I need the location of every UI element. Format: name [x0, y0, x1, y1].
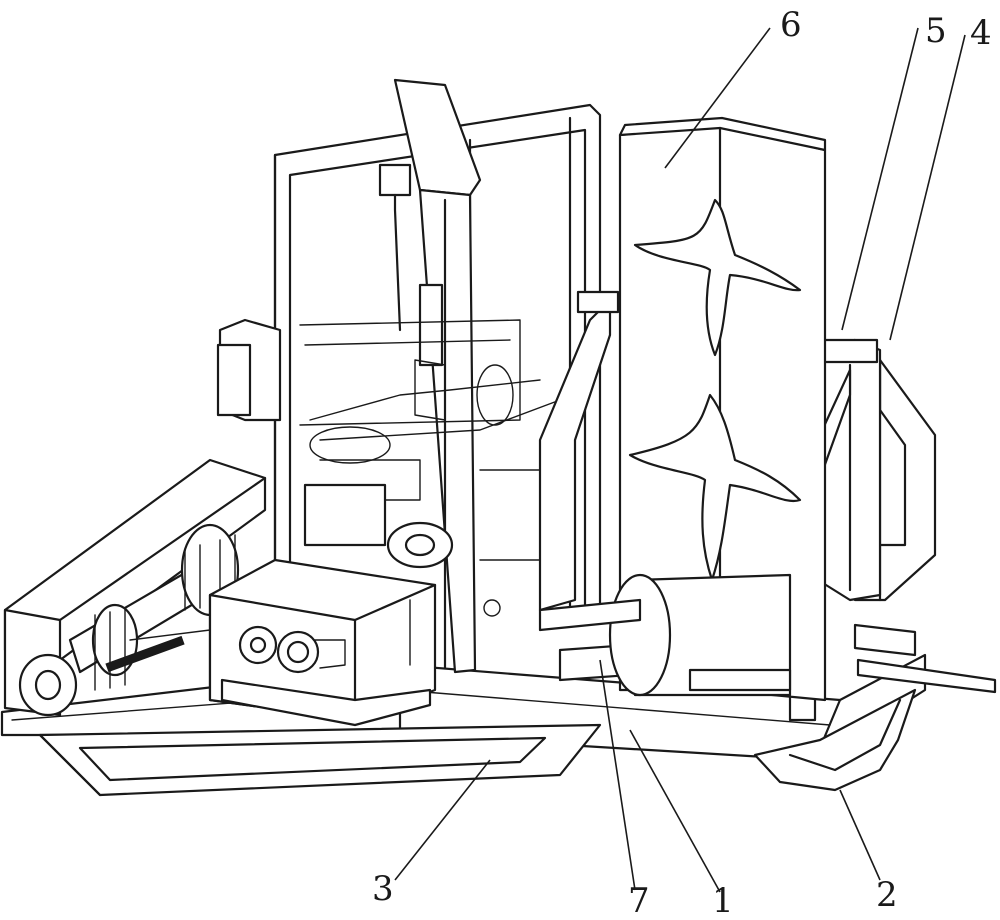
shaft-assembly	[538, 573, 997, 697]
gear-box	[208, 558, 437, 727]
left-feeder	[3, 458, 267, 717]
leader-6	[664, 27, 771, 169]
leader-3	[394, 759, 491, 881]
bottom-brace	[38, 723, 602, 797]
callout-5: 5	[925, 11, 947, 51]
callout-6: 6	[780, 5, 802, 45]
right-bracket	[753, 688, 917, 792]
leader-1	[629, 729, 721, 893]
leader-2	[839, 789, 881, 881]
callout-2: 2	[876, 875, 898, 915]
callout-7: 7	[628, 881, 650, 920]
callout-1: 1	[712, 881, 734, 920]
callouts: 6 5 4 3 7 1 2	[372, 5, 992, 920]
leader-lines	[394, 27, 966, 893]
leader-4	[889, 34, 966, 341]
leader-7	[599, 659, 636, 891]
callout-3: 3	[372, 869, 394, 909]
leader-5	[841, 27, 919, 331]
callout-4: 4	[970, 13, 992, 53]
